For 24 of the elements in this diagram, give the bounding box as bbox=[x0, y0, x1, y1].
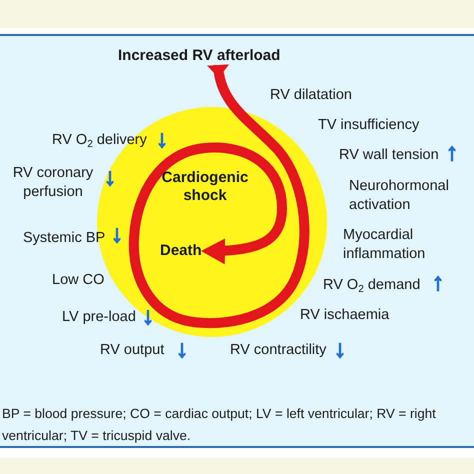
step-label: RV output bbox=[100, 341, 164, 360]
outcome-label: Death bbox=[160, 242, 202, 260]
step-label: LV pre-load bbox=[62, 308, 136, 327]
step-label: TV insufficiency bbox=[318, 116, 420, 135]
step-label: Neurohormonal activation bbox=[349, 177, 450, 215]
step-label: RV dilatation bbox=[270, 86, 352, 105]
step-label: RV wall tension bbox=[339, 146, 439, 165]
up-arrow: ↑ bbox=[446, 141, 458, 165]
step-label: Myocardial inflammation bbox=[343, 226, 426, 264]
heading: Increased RV afterload bbox=[118, 47, 280, 65]
down-arrow: ↓ bbox=[111, 223, 123, 247]
step-label: RV contractility bbox=[230, 341, 326, 360]
spiral-arrow bbox=[128, 64, 310, 328]
down-arrow: ↓ bbox=[156, 128, 168, 152]
step-label: RV O$_{2}$ demand bbox=[323, 276, 420, 295]
stage-label: Cardiogenic shock bbox=[160, 169, 250, 205]
down-arrow: ↓ bbox=[334, 338, 346, 362]
up-arrow: ↑ bbox=[432, 271, 444, 295]
footnote: BP = blood pressure; CO = cardiac output; LV = left ventricular; RV = right ventricular; TV = tricuspid valve. bbox=[2, 405, 437, 445]
step-label: RV ischaemia bbox=[300, 306, 390, 325]
step-label: RV coronary perfusion bbox=[12, 164, 94, 202]
down-arrow: ↓ bbox=[176, 338, 188, 362]
step-label: Low CO bbox=[52, 271, 104, 290]
down-arrow: ↓ bbox=[104, 166, 116, 190]
